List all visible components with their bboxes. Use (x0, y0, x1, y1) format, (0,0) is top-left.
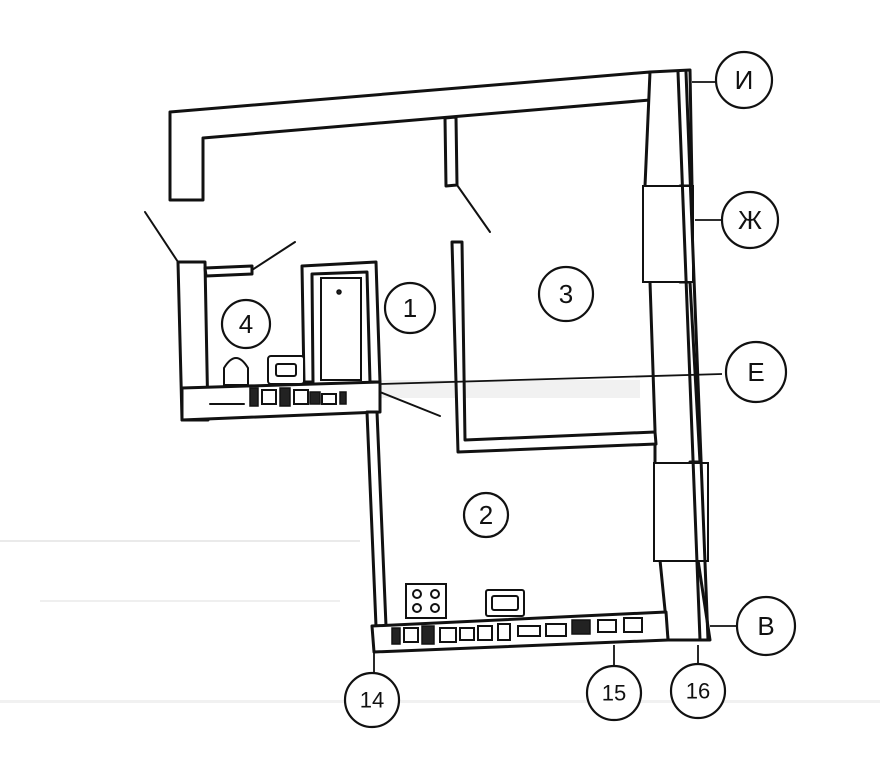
axis-marker-i: И (692, 50, 774, 110)
svg-text:Ж: Ж (738, 205, 762, 235)
axis-marker-zh: Ж (695, 190, 780, 250)
svg-text:2: 2 (479, 500, 493, 530)
svg-text:В: В (757, 611, 774, 641)
scan-noise (0, 380, 880, 703)
axis-marker-16: 16 (669, 645, 727, 720)
room-label-4: 4 (220, 298, 272, 350)
door-room-3 (456, 184, 491, 233)
svg-text:15: 15 (602, 681, 626, 706)
toilet-icon (223, 357, 249, 386)
svg-text:14: 14 (360, 688, 384, 713)
axis-marker-15: 15 (585, 645, 643, 722)
door-entry (251, 241, 296, 271)
svg-text:И: И (735, 65, 754, 95)
wall-room-4-bottom (180, 380, 382, 422)
kitchen-sink-icon (485, 589, 525, 617)
room-label-2: 2 (462, 491, 510, 539)
axis-marker-e: Е (379, 340, 788, 404)
wall-stub-top (443, 115, 459, 188)
svg-text:4: 4 (239, 309, 253, 339)
door-room-2 (379, 391, 441, 417)
svg-text:16: 16 (686, 679, 710, 704)
svg-text:1: 1 (403, 293, 417, 323)
door-room-4 (144, 211, 179, 263)
wall-room-2-left (365, 410, 388, 628)
wall-room-2-bottom (370, 610, 670, 654)
door-bathroom (320, 277, 362, 381)
wall-top (168, 70, 652, 202)
wall-room-3-partition (450, 240, 658, 454)
axis-marker-14: 14 (343, 650, 401, 729)
axis-marker-v: В (710, 595, 797, 657)
wall-bathroom (300, 260, 382, 384)
svg-text:3: 3 (559, 279, 573, 309)
wall-room-4-top (203, 264, 254, 278)
room-label-1: 1 (383, 281, 437, 335)
room-label-3: 3 (537, 265, 595, 323)
stove-icon (405, 583, 447, 619)
window-lower (653, 462, 709, 562)
wall-right (642, 68, 712, 642)
svg-text:Е: Е (747, 357, 764, 387)
